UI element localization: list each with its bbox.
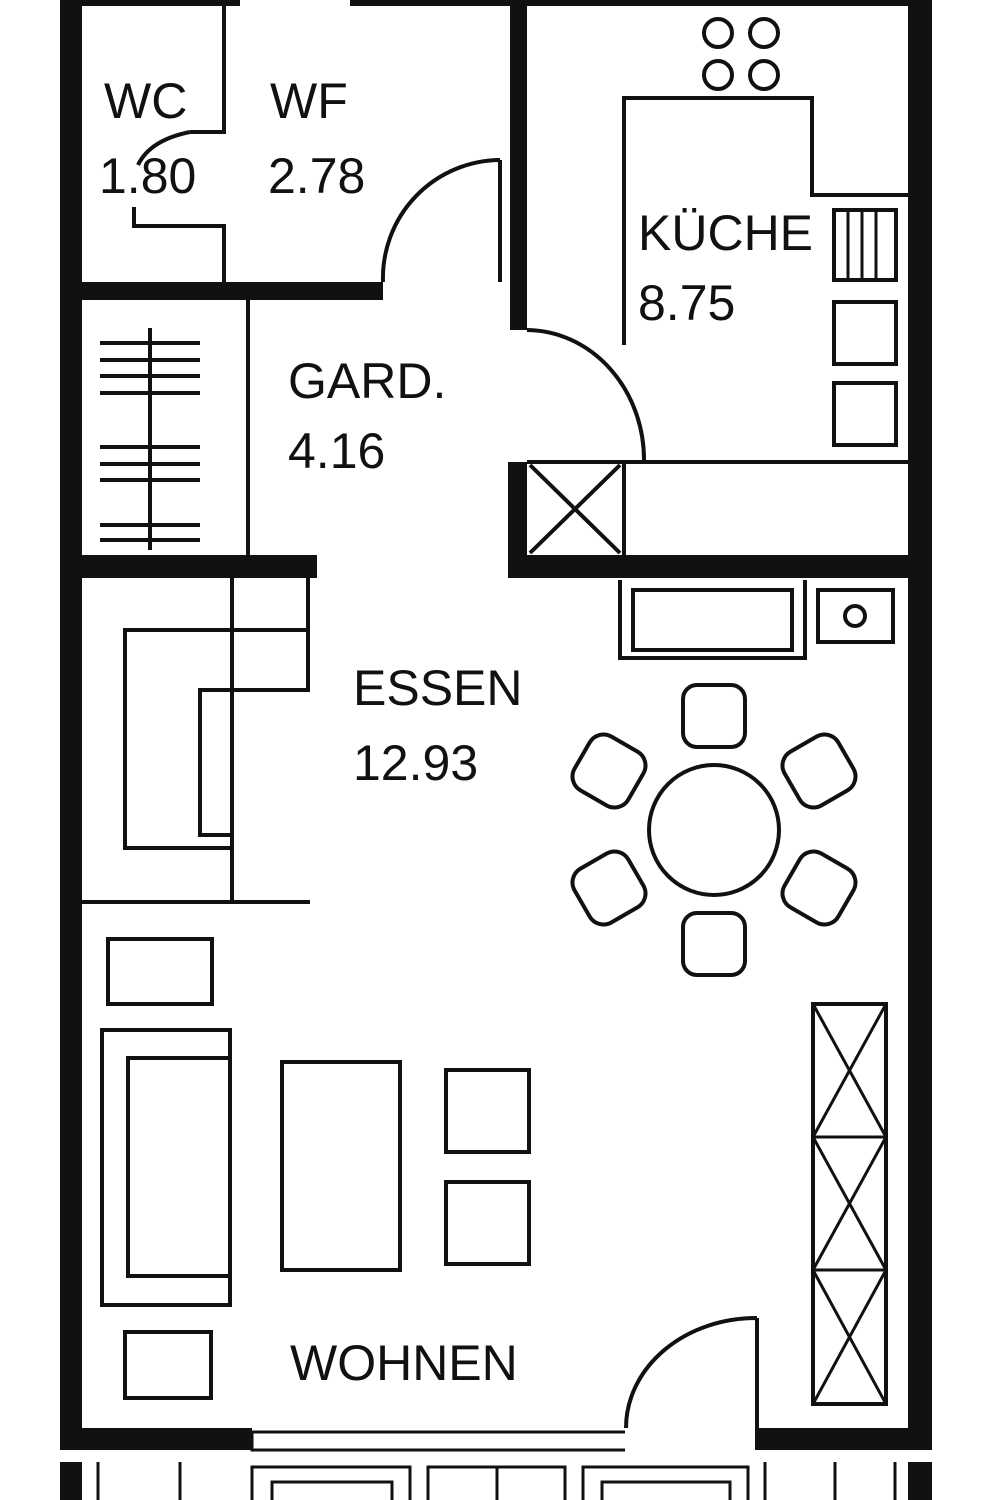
room-area-essen: 12.93 <box>353 735 478 791</box>
room-name-gard: GARD. <box>288 353 446 409</box>
room-name-wohnen: WOHNEN <box>290 1335 518 1391</box>
walls <box>60 0 932 1452</box>
living-furniture <box>82 578 888 1429</box>
interior-lines <box>132 6 908 555</box>
room-area-wf: 2.78 <box>268 148 365 204</box>
kitchen-appliances <box>618 17 898 660</box>
room-name-wf: WF <box>270 73 348 129</box>
room-name-wc: WC <box>104 73 187 129</box>
room-name-essen: ESSEN <box>353 660 523 716</box>
wardrobe-rail <box>100 328 200 550</box>
room-area-kueche: 8.75 <box>638 275 735 331</box>
room-area-gard: 4.16 <box>288 423 385 479</box>
room-labels: WC 1.80 WF 2.78 KÜCHE 8.75 GARD. 4.16 ES… <box>99 73 813 1391</box>
balcony-railing <box>60 1462 932 1500</box>
room-area-wc: 1.80 <box>99 148 196 204</box>
dining-set <box>570 683 858 977</box>
room-name-kueche: KÜCHE <box>638 205 813 261</box>
